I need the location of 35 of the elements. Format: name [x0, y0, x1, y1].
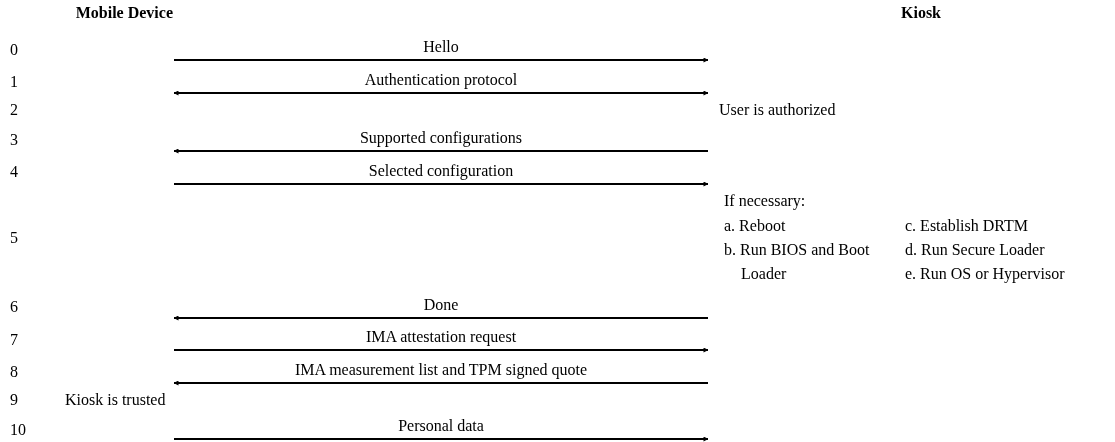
- message-label: Hello: [423, 38, 459, 55]
- step-number: 9: [10, 391, 18, 409]
- step-number: 7: [10, 331, 18, 349]
- arrow: [173, 148, 709, 154]
- arrow: [173, 380, 709, 386]
- message-label: Personal data: [398, 417, 484, 434]
- step-number: 4: [10, 163, 18, 181]
- note-text: b. Run BIOS and Boot Loader: [724, 240, 871, 284]
- note-text: User is authorized: [719, 101, 836, 119]
- note-text: If necessary:: [724, 192, 806, 210]
- message-label: Authentication protocol: [364, 71, 518, 88]
- note-text: Kiosk is trusted: [65, 391, 166, 409]
- message-label: Supported configurations: [359, 129, 523, 146]
- note-text: d. Run Secure Loader: [905, 241, 1045, 259]
- arrow: [173, 90, 709, 96]
- arrow: [173, 181, 709, 187]
- message-label: IMA attestation request: [365, 328, 517, 345]
- arrow: [173, 436, 709, 442]
- note-text: a. Reboot: [724, 217, 786, 235]
- step-number: 8: [10, 363, 18, 381]
- message-label: Selected configuration: [368, 162, 514, 179]
- note-text: e. Run OS or Hypervisor: [905, 265, 1065, 283]
- step-number: 3: [10, 131, 18, 149]
- message-label: IMA measurement list and TPM signed quote: [294, 361, 588, 378]
- step-number: 1: [10, 73, 18, 91]
- step-number: 5: [10, 229, 18, 247]
- step-number: 0: [10, 41, 18, 59]
- arrow: [173, 57, 709, 63]
- note-text: c. Establish DRTM: [905, 217, 1029, 235]
- step-number: 10: [10, 421, 26, 439]
- step-number: 2: [10, 101, 18, 119]
- arrow: [173, 347, 709, 353]
- arrow: [173, 315, 709, 321]
- step-number: 6: [10, 298, 18, 316]
- message-label: Done: [423, 296, 459, 313]
